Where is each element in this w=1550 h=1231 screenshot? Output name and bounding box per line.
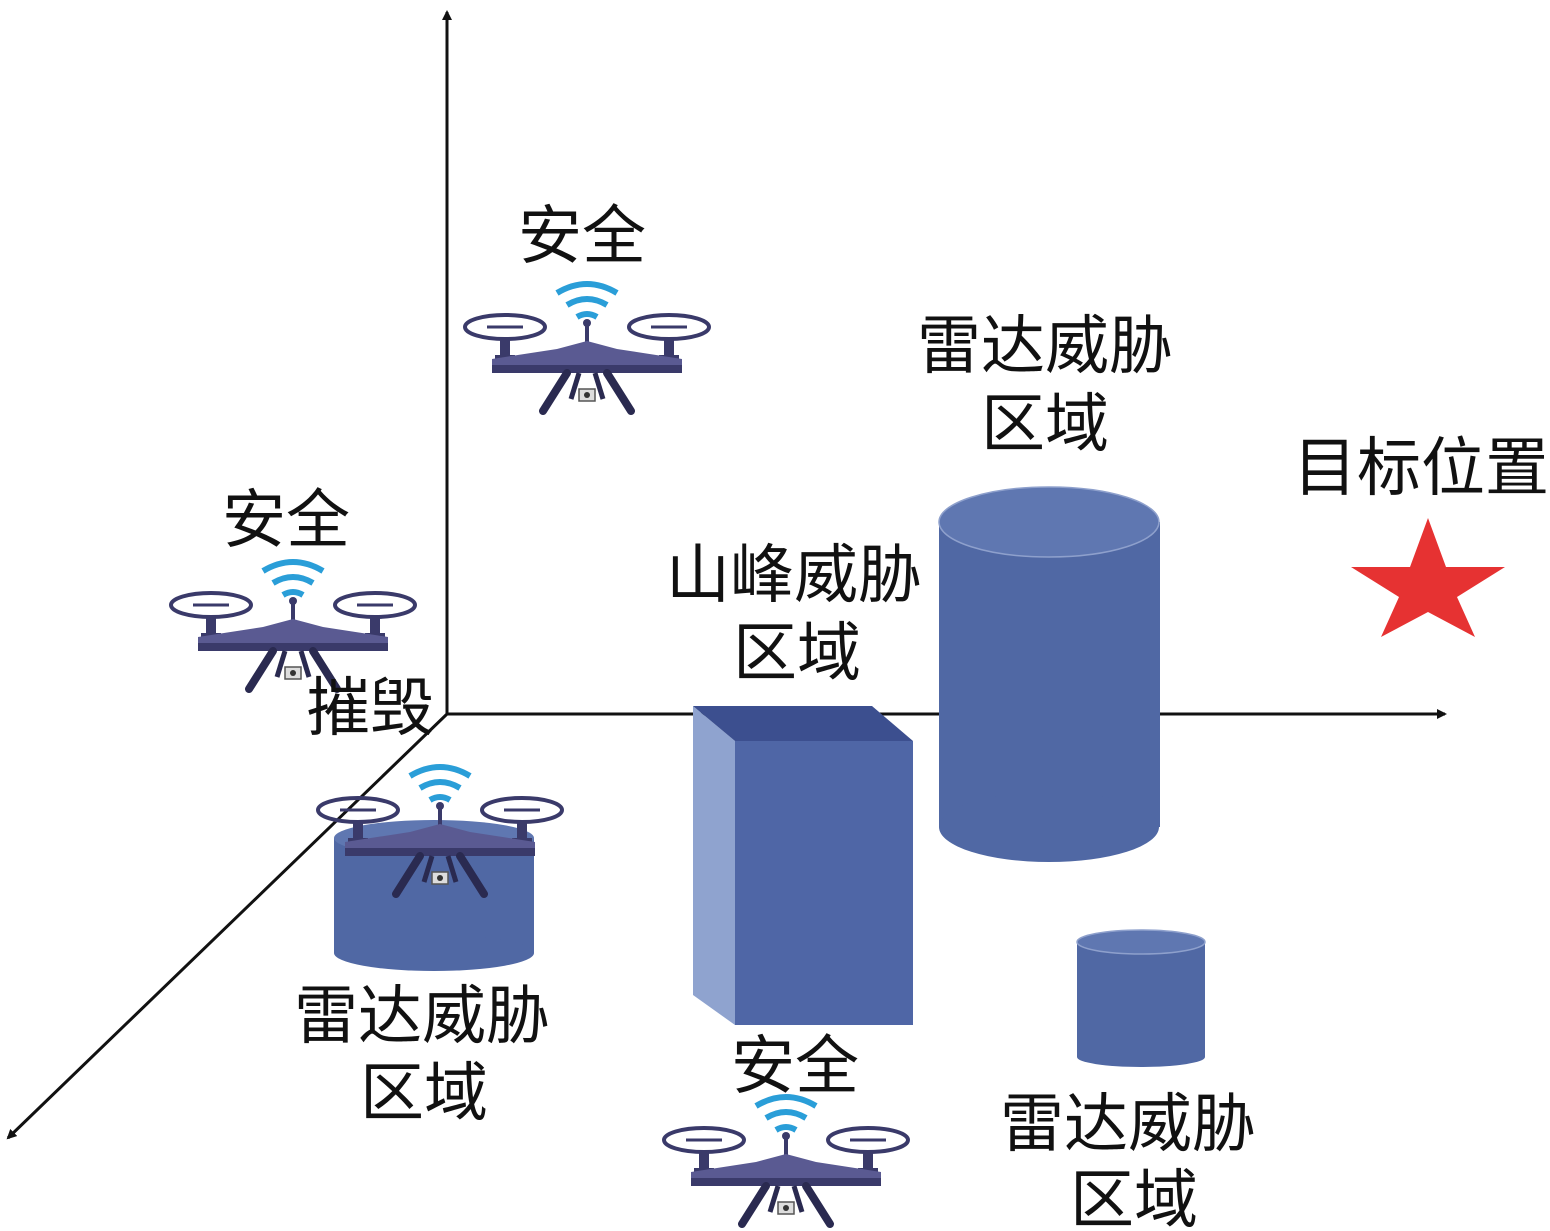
destroyed-label: 摧毁 [306, 672, 434, 746]
target-star-icon [1351, 518, 1505, 637]
radar-large-label-line2: 区域 [981, 388, 1109, 462]
radar-threat-cylinder-small [1076, 929, 1206, 1067]
radar-small-label-line1: 雷达威胁 [1000, 1088, 1256, 1162]
radar-left-label-line1: 雷达威胁 [294, 980, 550, 1054]
drone-icon [664, 1097, 908, 1224]
radar-left-label-line2: 区域 [360, 1057, 488, 1131]
mountain-label-line2: 区域 [733, 617, 861, 691]
safe-label-left: 安全 [222, 484, 350, 558]
radar-large-label-line1: 雷达威胁 [917, 310, 1173, 384]
drone-icon [171, 562, 415, 689]
mountain-label-line1: 山峰威胁 [666, 539, 922, 613]
safe-label-bottom: 安全 [731, 1030, 859, 1104]
radar-small-label-line2: 区域 [1070, 1164, 1198, 1231]
radar-threat-cylinder-large [938, 486, 1160, 862]
mountain-threat-box [693, 706, 913, 1025]
safe-label-top: 安全 [518, 200, 646, 274]
y-axis [6, 712, 449, 1140]
target-label: 目标位置 [1293, 432, 1549, 506]
drone-icon [465, 284, 709, 411]
